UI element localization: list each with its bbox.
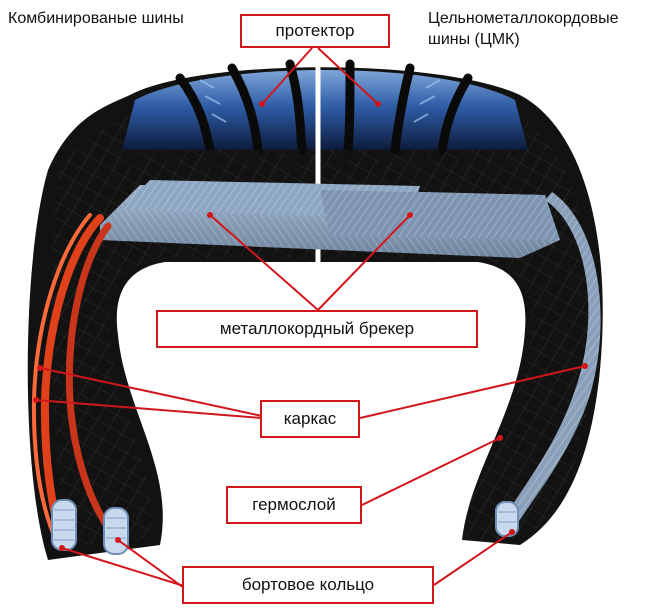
label-carcass: каркас (260, 400, 360, 438)
leader-liner (361, 437, 501, 506)
heading-combined-tires: Комбинированые шины (8, 10, 184, 27)
label-bead-ring: бортовое кольцо (182, 566, 434, 604)
label-inner-liner: гермослой (226, 486, 362, 524)
heading-all-steel-tires: Цельнометаллокордовые шины (ЦМК) (428, 10, 619, 48)
leader-carcass-2 (35, 399, 263, 419)
label-tread: протектор (240, 14, 390, 48)
leader-carcass-3 (359, 365, 586, 419)
bead-ring-left-2 (103, 507, 129, 555)
leader-bead-1 (61, 547, 185, 587)
leader-bead-2 (117, 539, 185, 589)
leader-endpoints (33, 101, 588, 551)
leader-bead-3 (433, 531, 513, 586)
tread-band (122, 59, 528, 176)
leader-breaker-left (209, 214, 319, 311)
bead-ring-left-1 (51, 499, 77, 551)
bead-rings (51, 499, 519, 555)
leader-carcass-1 (39, 367, 263, 417)
leader-lines (35, 47, 586, 589)
leader-breaker-right (317, 214, 411, 311)
label-steel-breaker: металлокордный брекер (156, 310, 478, 348)
steel-carcass-ply (500, 192, 601, 532)
leader-tread-right (317, 47, 379, 105)
steel-breaker-belts (100, 180, 560, 258)
leader-tread-left (261, 47, 313, 105)
